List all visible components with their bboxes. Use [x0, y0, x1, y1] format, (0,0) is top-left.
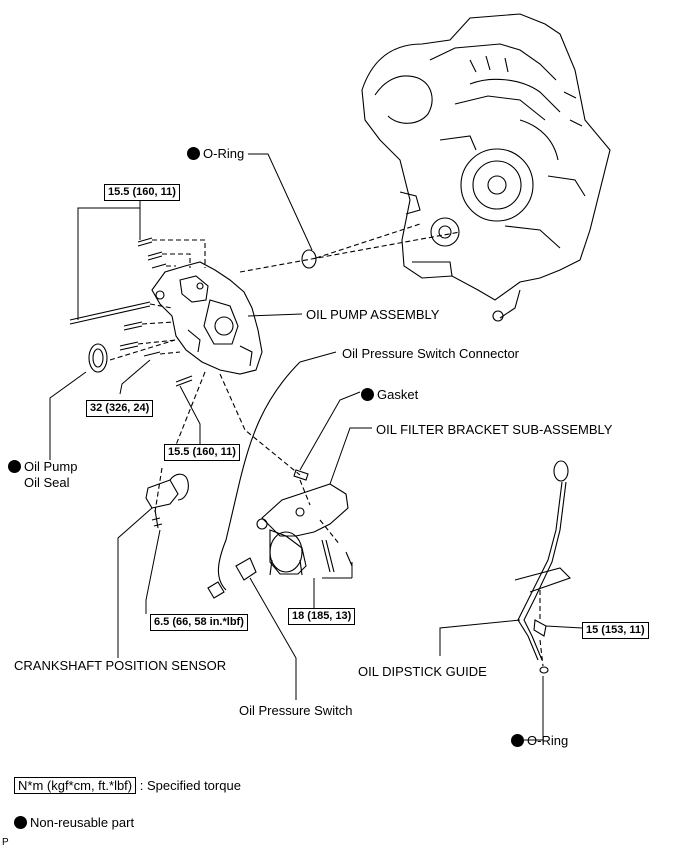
- torque-box-1: 15.5 (160, 11): [104, 184, 180, 201]
- engine-block-illustration: [361, 13, 611, 322]
- torque-box-2: 32 (326, 24): [86, 400, 154, 417]
- oil-pump-seal-label-line2: Oil Seal: [24, 475, 70, 490]
- non-reusable-dot-icon: [187, 147, 200, 160]
- oil-dipstick-guide-label: OIL DIPSTICK GUIDE: [358, 664, 487, 679]
- non-reusable-dot-icon: [511, 734, 524, 747]
- non-reusable-dot-icon: [8, 460, 21, 473]
- oil-pump-assembly-label: OIL PUMP ASSEMBLY: [306, 307, 440, 322]
- alignment-lines: [109, 223, 544, 667]
- oil-dipstick-guide-illustration: [514, 460, 572, 674]
- oil-pump-seal-label: Oil Pump: [8, 459, 77, 474]
- torque-box-5: 18 (185, 13): [288, 608, 356, 625]
- oil-pressure-switch-label: Oil Pressure Switch: [239, 703, 353, 718]
- o-ring-top-label: O-Ring: [187, 146, 244, 161]
- non-reusable-dot-icon: [361, 388, 374, 401]
- torque-box-3: 15.5 (160, 11): [164, 444, 240, 461]
- crankshaft-position-sensor-illustration: [145, 473, 189, 529]
- oil-pump-assembly-illustration: [151, 261, 263, 375]
- oil-filter-bracket-label: OIL FILTER BRACKET SUB-ASSEMBLY: [376, 422, 613, 437]
- gasket-label: Gasket: [361, 387, 418, 402]
- oil-filter-bracket-illustration: [256, 469, 353, 576]
- corner-mark: P: [2, 837, 9, 848]
- pump-bolts: [69, 237, 193, 387]
- legend-torque: N*m (kgf*cm, ft.*lbf) : Specified torque: [14, 777, 241, 794]
- torque-box-4: 6.5 (66, 58 in.*lbf): [150, 614, 248, 631]
- legend-non-reusable: Non-reusable part: [14, 815, 134, 830]
- non-reusable-dot-icon: [14, 816, 27, 829]
- oil-pressure-switch-connector-label: Oil Pressure Switch Connector: [342, 346, 520, 361]
- legend-torque-text: : Specified torque: [139, 778, 241, 793]
- leader-lines: [49, 153, 583, 741]
- crankshaft-position-sensor-label: CRANKSHAFT POSITION SENSOR: [14, 658, 227, 673]
- torque-box-6: 15 (153, 11): [582, 622, 649, 639]
- legend-torque-box: N*m (kgf*cm, ft.*lbf): [14, 777, 137, 794]
- o-ring-bottom-label: O-Ring: [511, 733, 568, 748]
